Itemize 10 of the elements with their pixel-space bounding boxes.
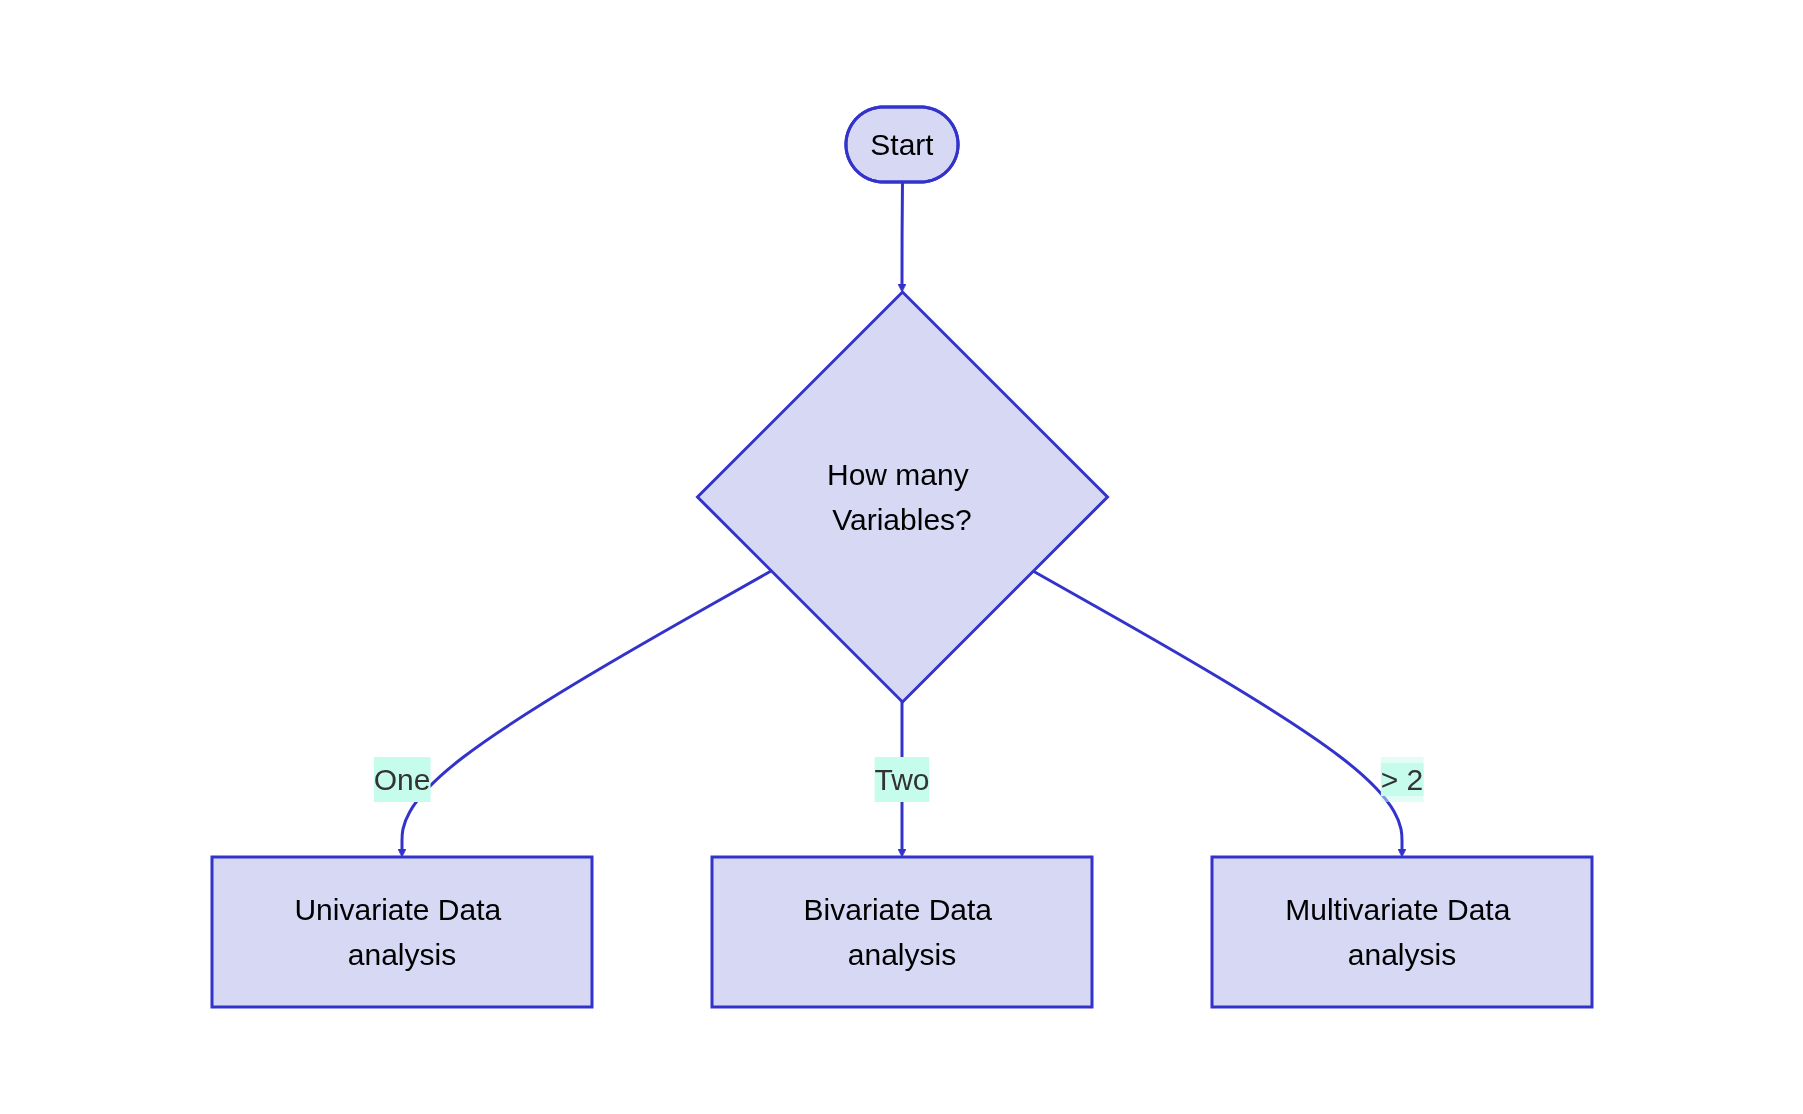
arrow [1031, 569, 1406, 858]
node-box: Univariate Data analysis [210, 855, 593, 1009]
edge-label: > 2 [1380, 763, 1423, 796]
edge-label: Two [873, 763, 930, 796]
arrow [397, 569, 772, 858]
node-box: Bivariate Data analysis [710, 855, 1093, 1009]
edge-label: One [373, 763, 430, 796]
node-diamond: How many Variables? [694, 289, 1110, 705]
node-box: Multivariate Data analysis [1210, 855, 1593, 1009]
arrow [897, 182, 906, 293]
